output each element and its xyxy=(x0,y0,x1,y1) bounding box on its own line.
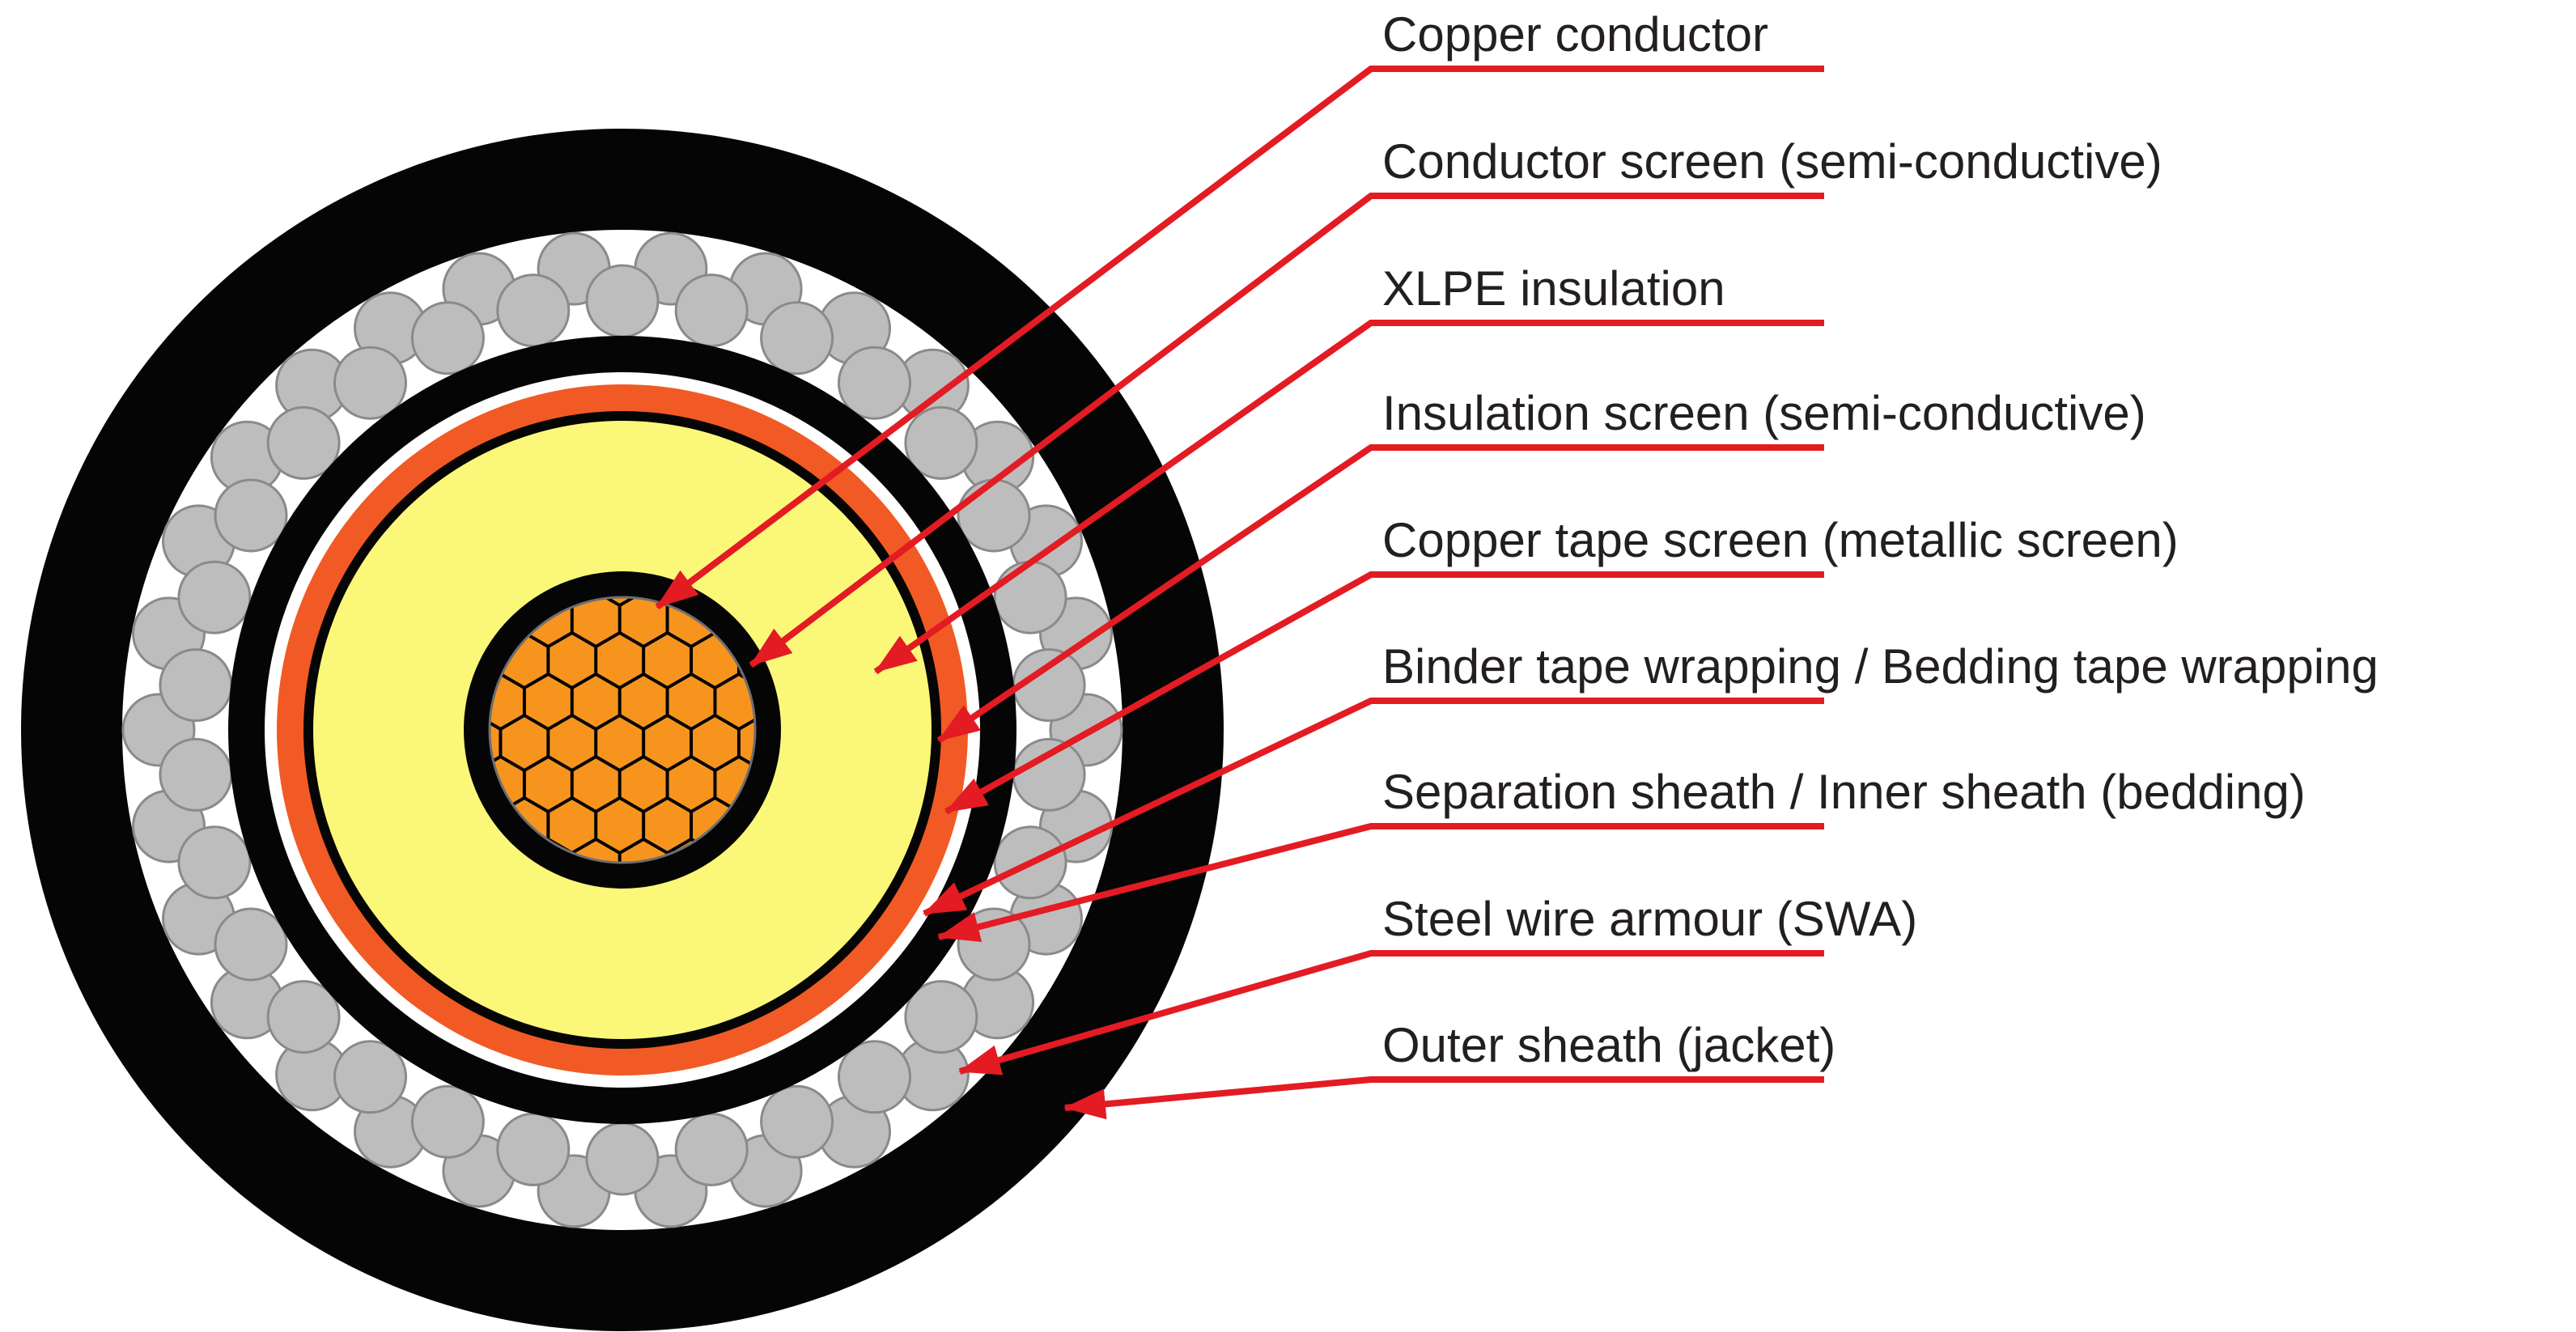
callout-separation-sheath: Separation sheath / Inner sheath (beddin… xyxy=(937,765,2306,942)
callout-conductor-screen: Conductor screen (semi-conductive) xyxy=(749,134,2162,668)
leader-outer-sheath xyxy=(1063,1076,1824,1120)
callout-outer-sheath: Outer sheath (jacket) xyxy=(1063,1018,1835,1120)
label-copper-tape-screen: Copper tape screen (metallic screen) xyxy=(1382,513,2179,567)
label-copper-conductor: Copper conductor xyxy=(1382,7,1768,62)
steel-wire xyxy=(760,1084,834,1159)
steel-wire xyxy=(957,478,1031,553)
label-separation-sheath: Separation sheath / Inner sheath (beddin… xyxy=(1382,765,2306,819)
label-outer-sheath: Outer sheath (jacket) xyxy=(1382,1018,1835,1072)
steel-wire-armour-wires xyxy=(121,231,1123,1228)
callout-steel-wire-armour: Steel wire armour (SWA) xyxy=(958,892,1917,1075)
steel-wire xyxy=(214,478,288,553)
leader-copper-tape-screen xyxy=(944,571,1824,815)
steel-wire xyxy=(266,405,341,480)
leader-steel-wire-armour xyxy=(958,950,1824,1075)
callout-binder-tape: Binder tape wrapping / Bedding tape wrap… xyxy=(923,639,2379,917)
steel-wire xyxy=(904,980,978,1054)
label-conductor-screen: Conductor screen (semi-conductive) xyxy=(1382,134,2162,189)
leader-separation-sheath xyxy=(937,823,1824,942)
steel-wire xyxy=(993,560,1067,634)
steel-wire xyxy=(159,648,233,723)
steel-wire xyxy=(1012,737,1086,812)
leader-conductor-screen xyxy=(749,193,1824,668)
callouts: Copper conductor Conductor screen (semi-… xyxy=(655,7,2379,1120)
callout-xlpe-insulation: XLPE insulation xyxy=(873,261,1824,675)
steel-wire xyxy=(674,1112,749,1186)
steel-wire xyxy=(838,346,911,420)
steel-wire xyxy=(410,1084,485,1159)
steel-wire xyxy=(333,1040,407,1114)
label-steel-wire-armour: Steel wire armour (SWA) xyxy=(1382,892,1917,946)
steel-wire xyxy=(214,907,288,982)
leader-xlpe-insulation xyxy=(873,320,1824,675)
cable-cross-section xyxy=(21,129,1224,1331)
label-binder-tape: Binder tape wrapping / Bedding tape wrap… xyxy=(1382,639,2379,694)
label-xlpe-insulation: XLPE insulation xyxy=(1382,261,1725,316)
steel-wire xyxy=(585,1122,660,1196)
steel-wire xyxy=(266,980,341,1054)
label-insulation-screen: Insulation screen (semi-conductive) xyxy=(1382,386,2146,440)
steel-wire xyxy=(585,264,660,338)
callout-copper-tape-screen: Copper tape screen (metallic screen) xyxy=(944,513,2179,815)
steel-wire xyxy=(496,1112,571,1186)
copper-conductor-disc xyxy=(488,596,757,864)
leader-binder-tape xyxy=(923,698,1824,917)
steel-wire xyxy=(177,825,252,900)
steel-wire xyxy=(674,274,749,348)
callout-insulation-screen: Insulation screen (semi-conductive) xyxy=(936,386,2146,744)
steel-wire xyxy=(838,1040,911,1114)
steel-wire xyxy=(177,560,252,634)
callout-copper-conductor: Copper conductor xyxy=(655,7,1824,610)
steel-wire xyxy=(333,346,407,420)
leader-insulation-screen xyxy=(936,444,1824,744)
steel-wire xyxy=(904,405,978,480)
steel-wire xyxy=(159,737,233,812)
leader-copper-conductor xyxy=(655,66,1824,610)
steel-wire xyxy=(496,274,571,348)
steel-wire xyxy=(410,301,485,375)
steel-wire xyxy=(760,301,834,375)
